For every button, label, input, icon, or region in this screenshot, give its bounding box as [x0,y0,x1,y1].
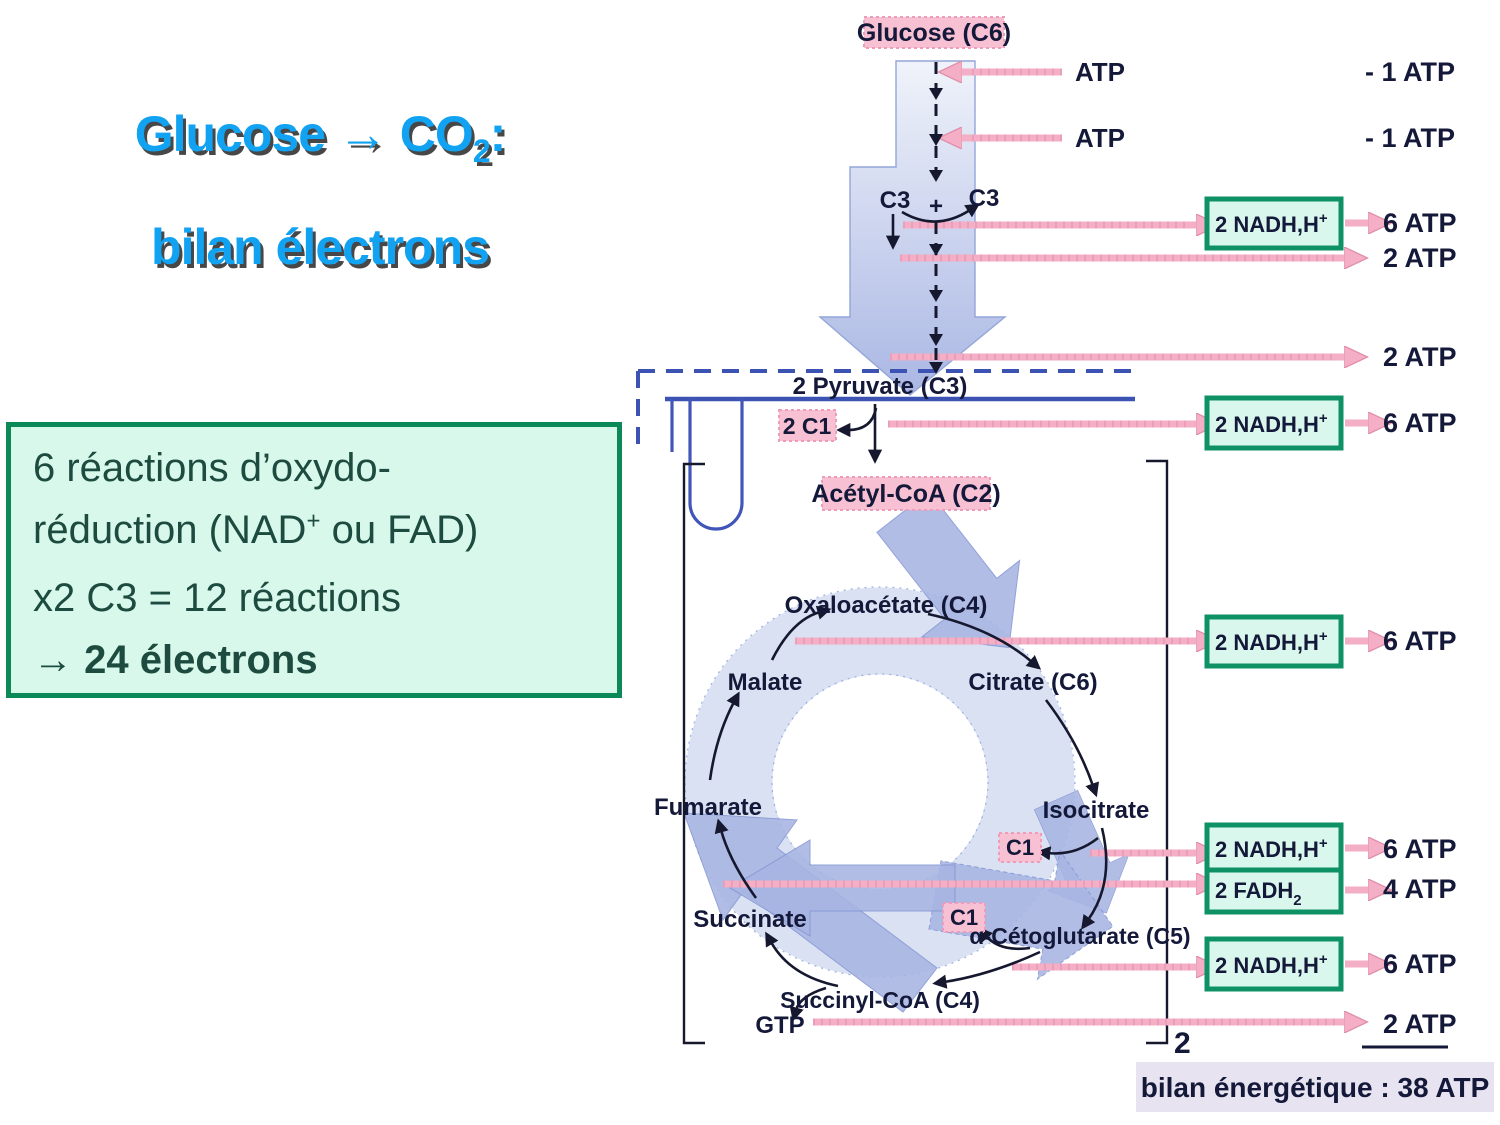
nadh-box-3 [1204,614,1344,669]
fadh-box [1204,867,1344,915]
fadh-box-label: 2 FADH2 [1215,878,1302,909]
gtp-label: GTP [755,1012,804,1039]
oxaloacetate-label: Oxaloacétate (C4) [785,592,988,619]
citrate-label: Citrate (C6) [968,669,1097,696]
plus-sign: + [929,193,943,220]
yield-atp-minus-2: - 1 ATP [1365,123,1455,153]
title-line-2: bilan électrons [151,219,490,275]
pink-arrows [723,72,1372,1022]
alpha-ketoglutarate-label: α-Cétoglutarate (C5) [969,923,1190,949]
nadh-box-2 [1204,395,1344,451]
c1-upper-bg [998,832,1042,863]
atp-yield-column: - 1 ATP - 1 ATP 6 ATP 2 ATP 2 ATP 6 ATP … [1362,57,1457,1049]
co2-label-bg [778,409,837,442]
yield-glycolysis-atp: 2 ATP [1383,243,1457,273]
isocitrate-label: Isocitrate [1043,797,1150,824]
cycle-arrow-left [729,839,956,937]
note-line-1: 6 réactions d’oxydo- [33,446,391,490]
yield-fadh: 4 ATP [1383,874,1457,904]
left-bracket [682,462,705,1045]
note-line-4: → 24 électrons [33,638,318,682]
fumarate-label: Fumarate [654,794,762,821]
note-line-3: x2 C3 = 12 réactions [33,576,401,620]
title-line-1: Glucose → CO2: [134,106,507,169]
total-label: bilan énergétique : 38 ATP [1141,1072,1490,1103]
succinate-label: Succinate [693,906,806,933]
c3-left-label: C3 [880,187,911,214]
yield-oaa-nadh: 6 ATP [1383,626,1457,656]
carrier-boxes: 2 NADH,H+ 2 NADH,H+ 2 NADH,H+ 2 NADH,H+ … [1204,196,1344,992]
yield-atp-minus-1: - 1 ATP [1365,57,1455,87]
atp-in-label-2: ATP [1075,123,1125,153]
metabolite-highlight-labels: Glucose (C6) Acétyl-CoA (C2) 2 C1 C1 C1 [778,16,1042,933]
nadh-box-4 [1204,822,1344,873]
glucose-label-bg [863,16,1005,49]
note-line-2: réduction (NAD+ ou FAD) [33,507,479,552]
total-bg [1136,1062,1494,1112]
co2-label: 2 C1 [783,413,832,439]
bracket-multiplier: 2 [1174,1027,1191,1060]
energy-total: bilan énergétique : 38 ATP [1136,1062,1494,1112]
c1-upper-label: C1 [1006,835,1034,860]
c1-lower-label: C1 [950,905,978,930]
nadh-box-5 [1204,936,1344,992]
nadh-box-1 [1204,196,1344,251]
acetyl-coa-label-bg [821,476,991,511]
yield-glycolysis-atp-2: 2 ATP [1383,342,1457,372]
yield-akg-nadh: 6 ATP [1383,949,1457,979]
atp-in-label-1: ATP [1075,57,1125,87]
metabolite-labels: C3 + C3 ATP ATP 2 Pyruvate (C3) Oxaloacé… [654,57,1191,1039]
nadh-box-1-label: 2 NADH,H+ [1215,210,1328,237]
mitochondrial-membrane [636,369,1137,531]
yield-isocitrate-nadh: 6 ATP [1383,834,1457,864]
malate-label: Malate [728,669,803,696]
c1-lower-bg [942,902,986,933]
nadh-box-3-label: 2 NADH,H+ [1215,628,1328,655]
acetyl-coa-label: Acétyl-CoA (C2) [811,480,1000,508]
pyruvate-label: 2 Pyruvate (C3) [793,373,968,400]
yield-pyruvate-nadh: 6 ATP [1383,408,1457,438]
yield-glycolysis-nadh: 6 ATP [1383,208,1457,238]
slide-title: Glucose → CO2: bilan électrons [30,86,610,295]
succinyl-coa-label: Succinyl-CoA (C4) [780,987,980,1013]
yield-gtp-atp: 2 ATP [1383,1009,1457,1039]
nadh-box-5-label: 2 NADH,H+ [1215,951,1328,978]
reaction-arrows [708,62,1108,1022]
right-bracket [1146,459,1169,1045]
glucose-label: Glucose (C6) [857,19,1011,47]
c3-right-label: C3 [969,185,1000,212]
membrane-invagination [688,399,744,531]
note-box: 6 réactions d’oxydo- réduction (NAD+ ou … [6,422,622,698]
nadh-box-2-label: 2 NADH,H+ [1215,410,1328,437]
nadh-box-4-label: 2 NADH,H+ [1215,835,1328,862]
